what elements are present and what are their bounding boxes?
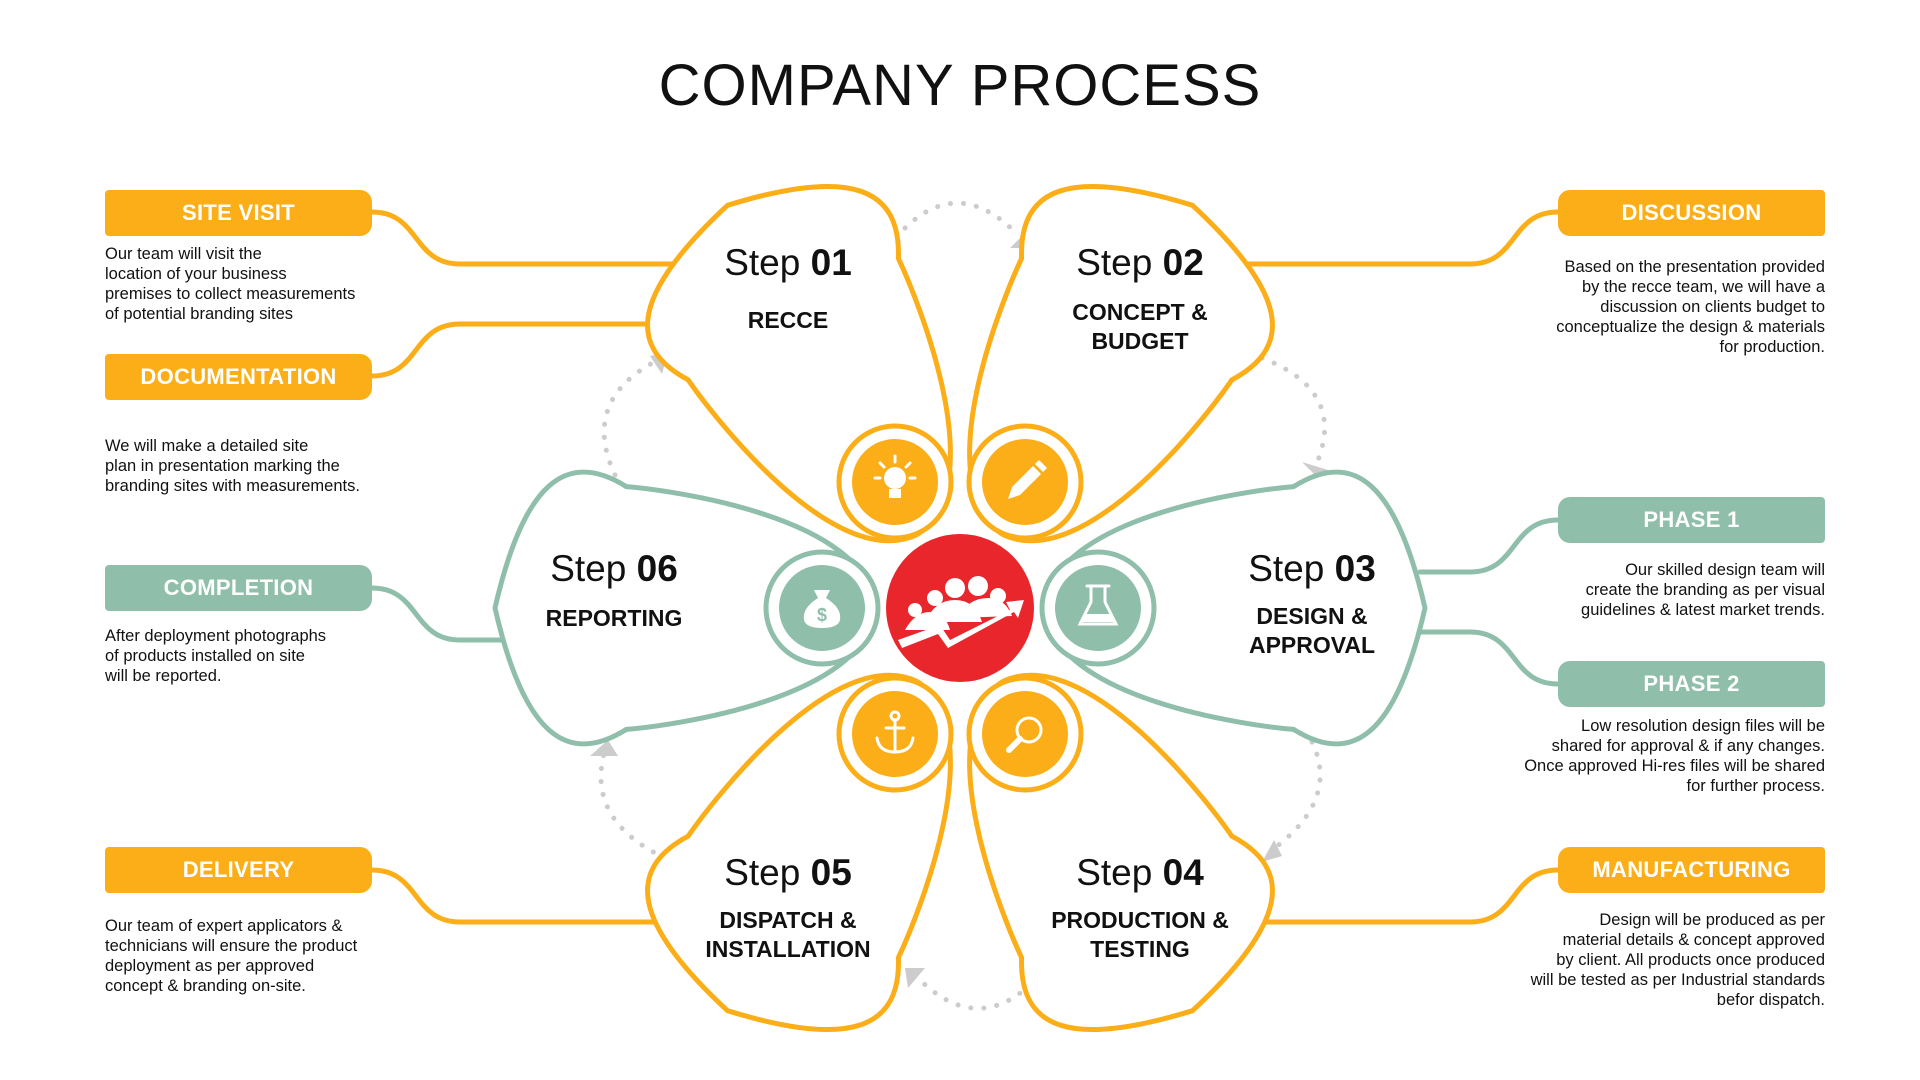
step-01-title: Step 01: [724, 242, 852, 283]
tag-delivery: DELIVERY: [105, 847, 372, 893]
team-growth-icon: [898, 576, 1024, 648]
step-03-title: Step 03: [1248, 548, 1376, 589]
flask-icon: [1077, 584, 1119, 626]
dotted-arrow-1-2: [902, 200, 1021, 238]
center-hub: [886, 534, 1034, 682]
connector-site-visit: [369, 209, 688, 267]
step-04-name: PRODUCTION & TESTING: [1051, 907, 1229, 962]
desc-delivery: Our team of expert applicators & technic…: [105, 917, 358, 995]
pencil-icon: [1008, 460, 1047, 499]
svg-text:$: $: [817, 605, 827, 625]
step-06-name: REPORTING: [545, 605, 683, 631]
arrowhead-4-5: [905, 968, 925, 988]
connector-documentation: [369, 321, 688, 379]
connector-phase2: [1417, 629, 1561, 687]
anchor-icon: [875, 710, 915, 754]
arrowhead-3-4: [1262, 840, 1282, 862]
desc-discussion: Based on the presentation provided by th…: [1556, 258, 1825, 356]
desc-completion: After deployment photographs of products…: [105, 627, 327, 685]
tag-phase1: PHASE 1: [1558, 497, 1825, 543]
magnifier-icon: [1006, 716, 1043, 753]
step-04-title: Step 04: [1076, 852, 1204, 893]
dotted-arrow-5-6: [598, 747, 668, 861]
step-05-name: DISPATCH & INSTALLATION: [705, 907, 871, 962]
tag-discussion: DISCUSSION: [1558, 190, 1825, 236]
page-title: COMPANY PROCESS: [658, 53, 1262, 118]
tag-manufacturing: MANUFACTURING: [1558, 847, 1825, 893]
dotted-arrow-4-5: [915, 975, 1033, 1011]
tag-documentation: DOCUMENTATION: [105, 354, 372, 400]
step-04-icon-circle: [982, 691, 1068, 777]
connector-completion: [369, 585, 523, 643]
step-05-title: Step 05: [724, 852, 852, 893]
dotted-arrow-2-3: [1259, 355, 1328, 463]
step-03-petal: [1042, 469, 1428, 747]
arrowhead-5-6: [590, 740, 618, 756]
desc-phase1: Our skilled design team will create the …: [1581, 561, 1825, 619]
dotted-arrow-3-4: [1269, 739, 1323, 853]
step-02-name: CONCEPT & BUDGET: [1072, 299, 1208, 354]
tag-completion: COMPLETION: [105, 565, 372, 611]
tag-site-visit: SITE VISIT: [105, 190, 372, 236]
desc-phase2: Low resolution design files will be shar…: [1524, 717, 1825, 795]
tag-phase2: PHASE 2: [1558, 661, 1825, 707]
dotted-arrow-6-1: [601, 357, 661, 478]
connector-manufacturing: [1242, 867, 1561, 925]
connector-delivery: [369, 867, 688, 925]
step-06-title: Step 06: [550, 548, 678, 589]
connector-phase1: [1417, 517, 1561, 575]
desc-documentation: We will make a detailed site plan in pre…: [105, 437, 360, 495]
step-01-name: RECCE: [747, 307, 829, 333]
step-06-petal: [492, 469, 878, 747]
step-03-name: DESIGN & APPROVAL: [1248, 603, 1376, 658]
connector-discussion: [1242, 209, 1561, 267]
step-03-icon-circle: [1055, 565, 1141, 651]
step-02-title: Step 02: [1076, 242, 1204, 283]
desc-site-visit: Our team will visit the location of your…: [105, 245, 356, 323]
money-bag-icon: $: [803, 590, 841, 628]
desc-manufacturing: Design will be produced as per material …: [1530, 911, 1825, 1009]
lightbulb-icon: [873, 454, 917, 498]
